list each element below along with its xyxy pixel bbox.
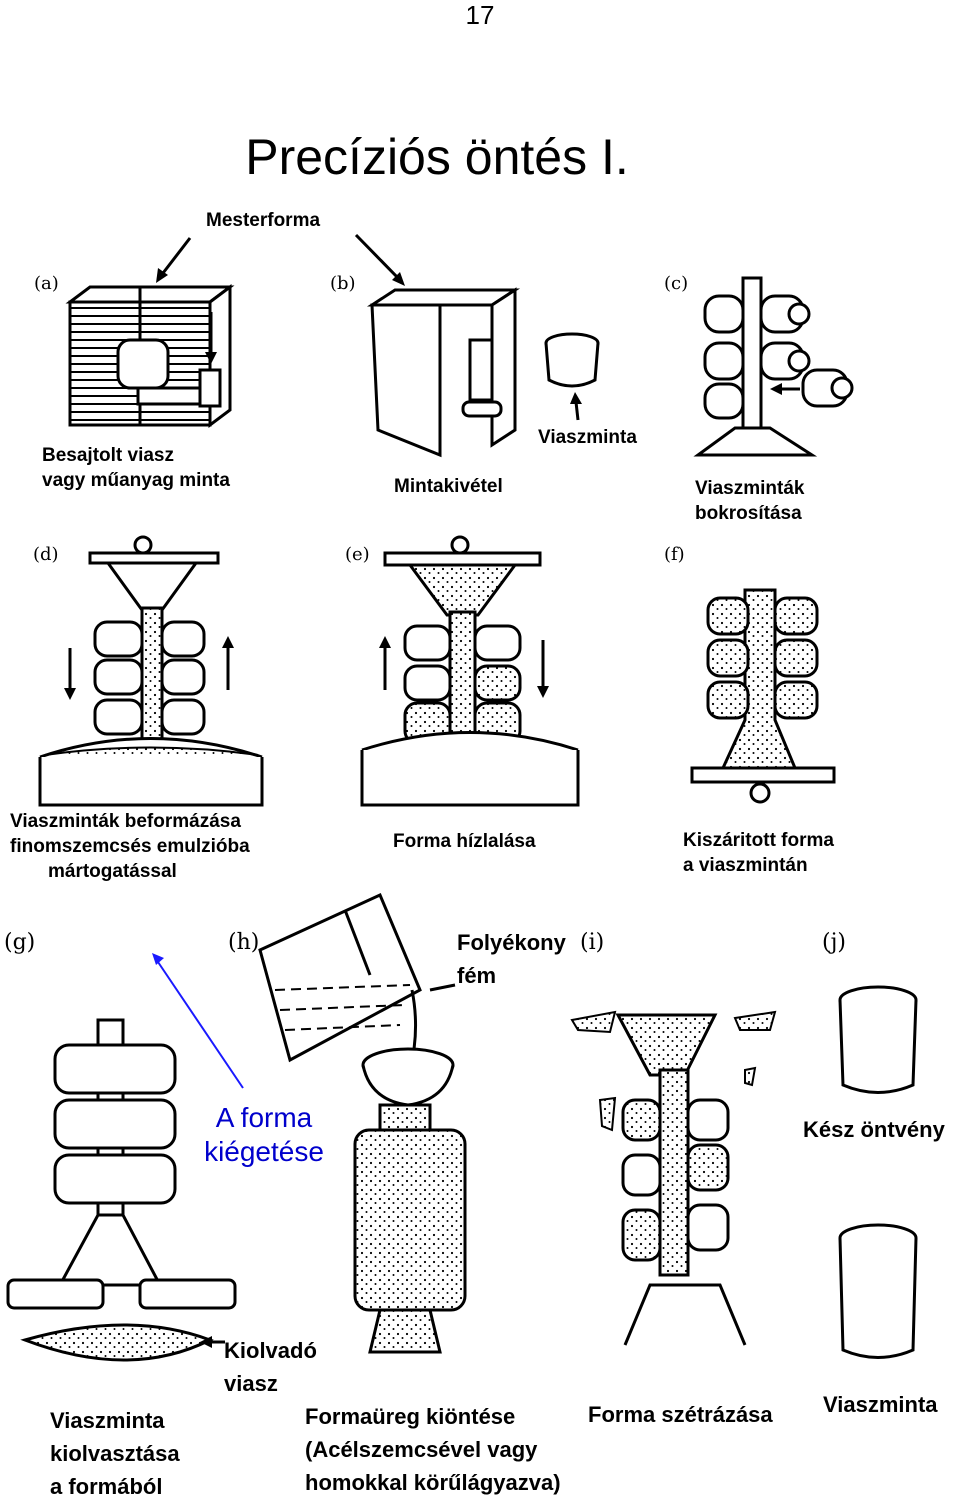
panel-b-callout: Viaszminta	[538, 427, 637, 448]
panel-e-tag: (e)	[345, 544, 370, 565]
page-title: Precíziós öntés I.	[245, 129, 629, 185]
panel-f-dried-shell-drawing	[690, 588, 836, 804]
panel-i-tag: (i)	[580, 930, 605, 955]
panel-f-tag: (f)	[664, 544, 685, 565]
panel-h-tag: (h)	[228, 930, 260, 955]
panel-i-knockout-drawing	[570, 1010, 777, 1346]
panel-d-dipping-drawing	[38, 535, 264, 807]
page-number: 17	[465, 0, 495, 30]
panel-j-callout: Viaszminta	[823, 1392, 938, 1417]
panel-c-tree-drawing	[693, 276, 854, 457]
panel-j-castings-drawing	[838, 985, 918, 1359]
panel-j-tag: (j)	[822, 930, 846, 955]
panel-d-tag: (d)	[33, 544, 59, 565]
panel-i-caption: Forma szétrázása	[588, 1402, 773, 1427]
panel-a-tag: (a)	[34, 273, 59, 294]
panel-g-tag: (g)	[4, 930, 36, 955]
panel-b-die-drawing	[366, 287, 600, 458]
panel-b-caption: Mintakivétel	[394, 476, 503, 497]
panel-e-caption: Forma hízlalása	[393, 831, 536, 852]
master-form-arrows	[156, 233, 405, 286]
panel-a-die-drawing	[65, 284, 235, 428]
panel-b-tag: (b)	[330, 273, 356, 294]
panel-c-tag: (c)	[664, 273, 689, 294]
panel-e-stucco-drawing	[360, 535, 580, 807]
master-form-label: Mesterforma	[206, 210, 321, 231]
annotation-arrow	[152, 953, 244, 1089]
panel-j-caption: Kész öntvény	[803, 1117, 945, 1142]
panel-g-dewax-drawing	[6, 1018, 237, 1362]
panel-h-pouring-drawing	[258, 892, 467, 1354]
